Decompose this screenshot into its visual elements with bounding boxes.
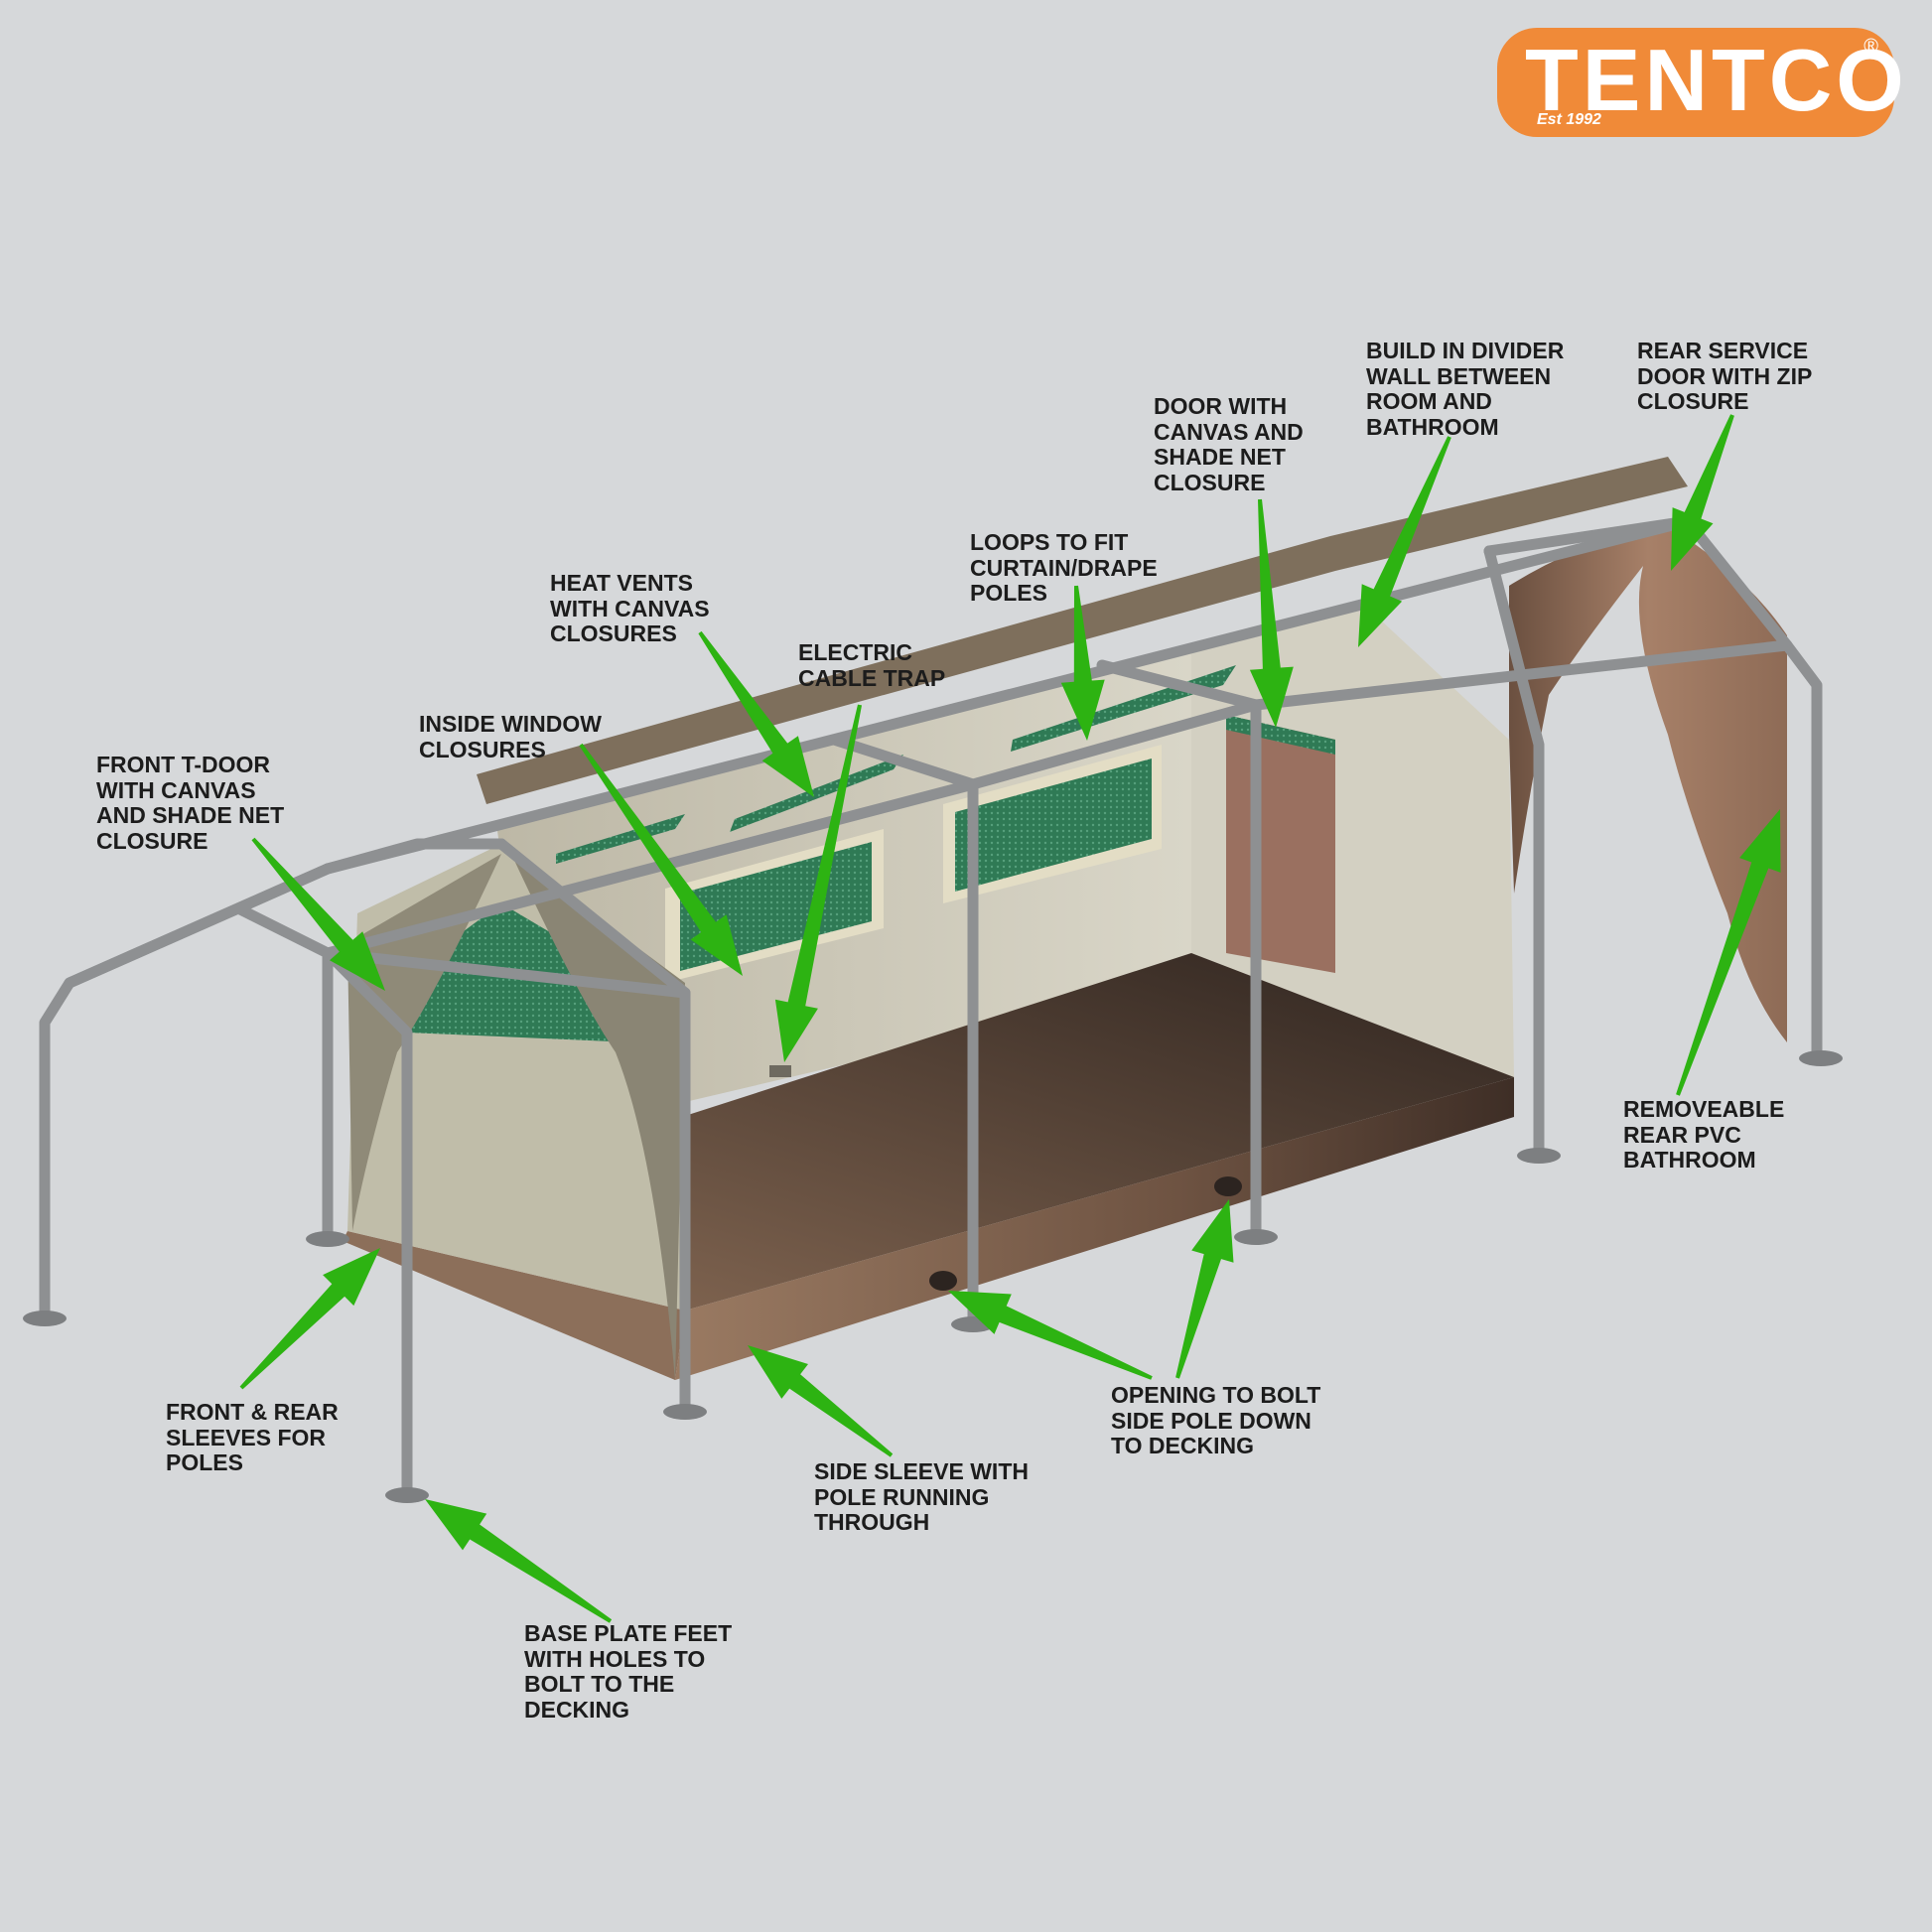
label-front-t-door: FRONT T-DOOR WITH CANVAS AND SHADE NET C… — [96, 752, 285, 854]
label-front-rear-sleeves: FRONT & REAR SLEEVES FOR POLES — [166, 1399, 339, 1475]
arrow-base-plate — [425, 1499, 613, 1623]
tentco-logo: TENTCO ® Est 1992 — [1497, 28, 1904, 137]
label-side-sleeve: SIDE SLEEVE WITH POLE RUNNING THROUGH — [814, 1458, 1029, 1535]
arrow-front-t-door — [251, 837, 385, 991]
callout-arrows — [239, 414, 1781, 1623]
label-rear-service: REAR SERVICE DOOR WITH ZIP CLOSURE — [1637, 338, 1813, 414]
arrow-side-sleeve — [748, 1345, 894, 1457]
registered-mark: ® — [1863, 36, 1878, 58]
window-2-net — [955, 759, 1152, 892]
arrow-loops — [1060, 585, 1105, 741]
heat-vent-1 — [730, 755, 903, 832]
bolt-opening-1 — [929, 1271, 957, 1291]
arrow-electric-cable — [774, 704, 862, 1062]
logo-established: Est 1992 — [1537, 111, 1601, 128]
front-door-left — [347, 854, 501, 1231]
arrow-opening-bolt — [948, 1291, 1153, 1380]
cable-trap — [769, 1065, 791, 1077]
label-loops: LOOPS TO FIT CURTAIN/DRAPE POLES — [970, 529, 1158, 606]
base-plates — [23, 1050, 1843, 1503]
floor-skirt — [675, 1077, 1514, 1380]
label-opening-bolt: OPENING TO BOLT SIDE POLE DOWN TO DECKIN… — [1111, 1382, 1321, 1458]
arrow-inside-window — [579, 743, 743, 976]
label-divider-wall: BUILD IN DIVIDER WALL BETWEEN ROOM AND B… — [1366, 338, 1565, 440]
label-door-canvas: DOOR WITH CANVAS AND SHADE NET CLOSURE — [1154, 393, 1304, 495]
label-rear-bathroom: REMOVEABLE REAR PVC BATHROOM — [1623, 1096, 1785, 1173]
arrow-heat-vents — [698, 630, 814, 797]
side-door — [1226, 715, 1335, 973]
heat-vent-0 — [556, 814, 685, 864]
label-heat-vents: HEAT VENTS WITH CANVAS CLOSURES — [550, 570, 710, 646]
label-electric-cable: ELECTRIC CABLE TRAP — [798, 639, 946, 691]
label-base-plate: BASE PLATE FEET WITH HOLES TO BOLT TO TH… — [524, 1620, 733, 1723]
logo-text: TENTCO — [1525, 31, 1908, 129]
bolt-opening-2 — [1214, 1176, 1242, 1196]
arrow-rear-bathroom — [1676, 809, 1781, 1096]
label-inside-window: INSIDE WINDOW CLOSURES — [419, 711, 602, 762]
arrow-opening-bolt-2 — [1175, 1199, 1234, 1379]
arrow-rear-service — [1671, 414, 1734, 571]
floor-left — [343, 1231, 685, 1380]
bathroom — [1509, 526, 1787, 1042]
arrow-front-rear-sleeves — [239, 1248, 380, 1390]
arrow-divider-wall — [1358, 436, 1451, 647]
arrow-door-canvas — [1249, 498, 1294, 728]
